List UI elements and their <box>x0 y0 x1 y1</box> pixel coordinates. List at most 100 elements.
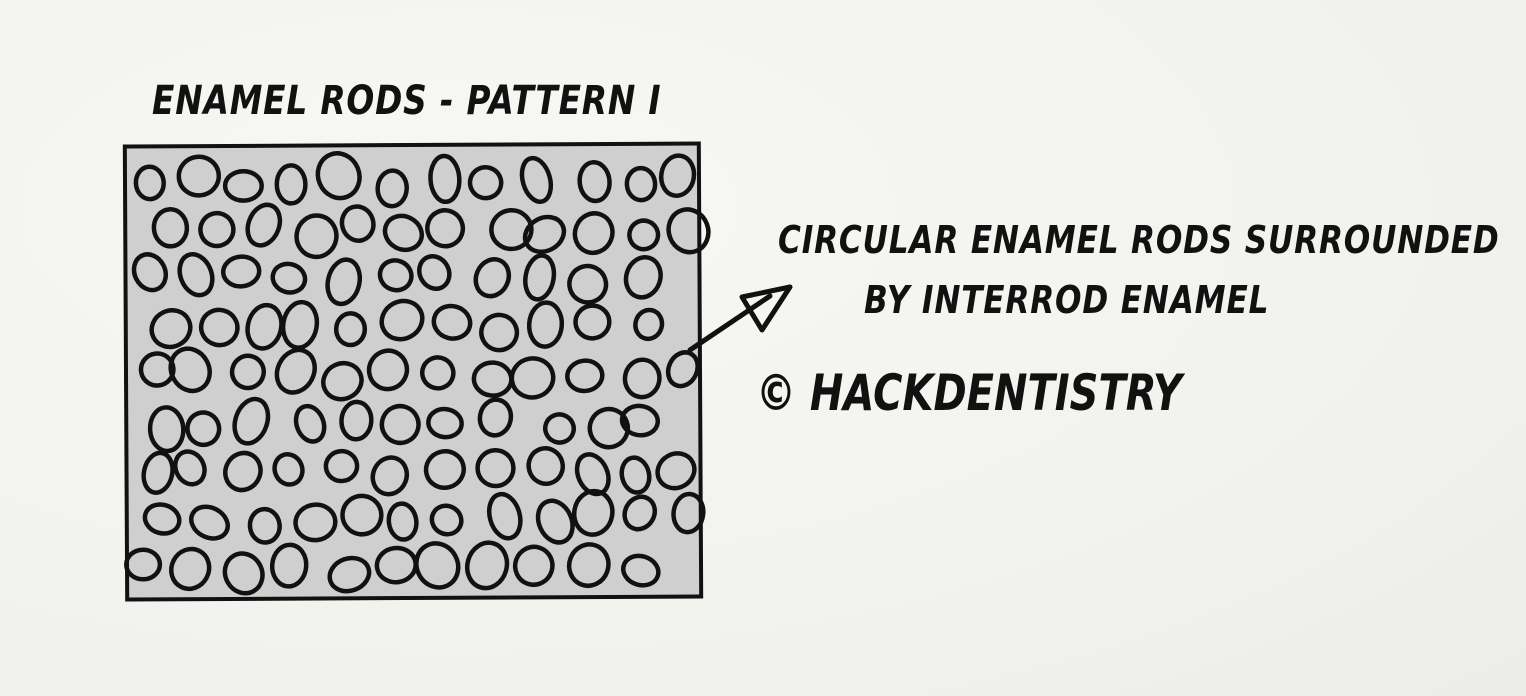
enamel-rod <box>526 446 566 486</box>
enamel-rod <box>522 214 567 254</box>
enamel-rod <box>386 501 419 542</box>
enamel-rod <box>666 207 711 255</box>
enamel-rod <box>623 255 663 300</box>
enamel-rod <box>658 153 697 198</box>
enamel-rod <box>489 208 534 252</box>
arrow-icon <box>687 284 793 353</box>
enamel-rod <box>223 450 263 493</box>
enamel-rod <box>274 347 317 395</box>
enamel-rod <box>198 307 240 348</box>
enamel-rod <box>323 448 360 484</box>
enamel-rod <box>141 450 175 495</box>
enamel-rod <box>220 254 262 289</box>
enamel-rod <box>198 210 236 249</box>
enamel-rod <box>232 396 271 446</box>
enamel-rod <box>169 546 212 592</box>
enamel-rod <box>479 312 520 353</box>
enamel-rod <box>621 553 661 588</box>
enamel-rod <box>379 403 421 446</box>
enamel-rod <box>176 154 222 198</box>
enamel-rod <box>523 253 557 302</box>
enamel-rod <box>571 488 615 537</box>
enamel-rod <box>315 151 362 201</box>
enamel-rod <box>428 153 462 205</box>
enamel-rod <box>414 541 461 590</box>
enamel-rod <box>149 308 193 350</box>
enamel-rod <box>425 208 466 249</box>
enamel-rod <box>131 252 169 293</box>
enamel-rods <box>124 151 711 596</box>
enamel-rod <box>339 204 376 243</box>
enamel-rod <box>573 303 612 341</box>
enamel-rod <box>325 257 363 307</box>
enamel-rod <box>142 502 182 536</box>
enamel-rod <box>321 360 364 402</box>
enamel-rod <box>429 503 464 537</box>
enamel-rod <box>147 405 186 454</box>
enamel-block <box>122 141 704 602</box>
enamel-rod <box>366 348 410 392</box>
enamel-rod <box>475 447 516 489</box>
enamel-rod <box>587 406 631 450</box>
copyright-notice: © HACKDENTISTRY <box>756 364 1182 422</box>
enamel-rod <box>379 298 425 342</box>
enamel-rod <box>426 406 464 440</box>
enamel-rod <box>138 351 176 388</box>
enamel-rod <box>431 303 473 341</box>
enamel-rod <box>245 202 283 248</box>
enamel-rod <box>327 555 372 594</box>
enamel-rod <box>247 506 282 545</box>
enamel-rod <box>222 551 265 596</box>
enamel-rod <box>627 218 661 252</box>
enamel-rod <box>633 307 665 342</box>
enamel-rod <box>124 547 163 582</box>
enamel-rod <box>622 357 662 400</box>
enamel-rod <box>565 358 605 394</box>
enamel-rod <box>370 455 410 497</box>
enamel-rod <box>477 397 514 438</box>
enamel-rod <box>229 353 266 391</box>
enamel-rod <box>339 399 374 442</box>
enamel-rod <box>419 355 456 391</box>
enamel-rod <box>467 165 504 201</box>
enamel-rod <box>168 346 212 394</box>
enamel-rod <box>133 164 166 202</box>
enamel-rod <box>512 544 555 588</box>
enamel-rod <box>473 257 512 299</box>
enamel-rod <box>567 263 609 305</box>
enamel-rod <box>622 494 658 532</box>
enamel-rod <box>270 261 308 295</box>
enamel-rod <box>274 163 308 206</box>
enamel-rod <box>665 350 700 389</box>
enamel-rod <box>177 252 215 298</box>
enamel-rod <box>222 168 264 203</box>
enamel-rod <box>577 159 612 204</box>
enamel-rod <box>245 302 284 351</box>
enamel-rod <box>151 207 190 249</box>
enamel-rod <box>340 493 384 537</box>
annotation-line-1: CIRCULAR ENAMEL RODS SURROUNDED <box>778 218 1500 262</box>
enamel-rod <box>293 502 338 543</box>
enamel-rod <box>377 258 414 293</box>
enamel-rod <box>464 540 510 591</box>
enamel-rod <box>280 299 320 350</box>
enamel-rod <box>417 254 452 291</box>
diagram-title: ENAMEL RODS - PATTERN I <box>152 78 662 124</box>
enamel-rod <box>509 356 556 400</box>
enamel-rod <box>566 542 611 589</box>
enamel-rod <box>293 403 327 444</box>
enamel-rod <box>272 452 305 487</box>
enamel-rod <box>486 491 523 541</box>
enamel-rod <box>185 410 222 448</box>
enamel-rod <box>526 300 565 349</box>
annotation-line-2: BY INTERROD ENAMEL <box>864 278 1270 322</box>
enamel-rod <box>333 311 368 348</box>
enamel-rod <box>619 455 652 495</box>
enamel-rod <box>519 155 554 204</box>
enamel-rod <box>173 449 207 487</box>
enamel-rod <box>189 504 230 541</box>
enamel-rod <box>624 165 658 203</box>
enamel-rod <box>655 451 697 491</box>
enamel-rod <box>535 498 575 545</box>
